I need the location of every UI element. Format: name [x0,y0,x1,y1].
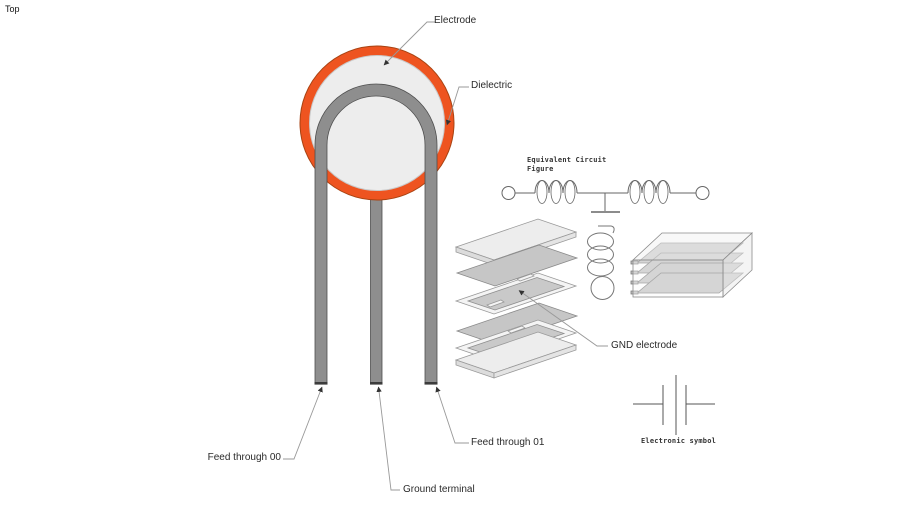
feed-through-01-label: Feed through 01 [471,437,545,448]
equivalent-circuit-title: Equivalent Circuit Figure [527,156,606,173]
ground-terminal-label: Ground terminal [403,484,475,495]
disc-capacitor-drawing [299,45,455,385]
equivalent-circuit-title-line1: Equivalent Circuit [527,156,607,164]
leader-lines [283,21,608,491]
layer-bottom-slab [454,331,578,379]
electronic-symbol-caption: Electronic symbol [641,437,717,445]
chip-capacitor-block [630,232,754,298]
ground-terminal-leader [376,386,400,491]
ground-inductor-coil [587,225,615,300]
coil-end-circle [590,276,615,300]
equivalent-circuit-drawing [501,180,710,213]
right-terminal-circle [695,186,710,200]
dielectric-disc [309,55,445,191]
feed-through-01-leader [435,386,469,444]
lead-bottom-caps [314,382,438,385]
exploded-layer-stack [454,218,579,379]
gnd-electrode-label: GND electrode [611,340,678,351]
view-name-label: Top [5,4,20,14]
feed-through-00-label: Feed through 00 [207,452,281,463]
electrode-leader [383,21,435,66]
dielectric-label: Dielectric [471,80,513,91]
left-terminal-circle [501,186,516,200]
dielectric-leader [445,86,469,126]
block-shell [631,232,754,298]
layer-electrode-sheet-1 [455,244,579,287]
inductor-right [627,180,671,204]
equivalent-circuit-title-line2: Figure [527,164,554,173]
electrode-label: Electrode [434,15,477,26]
electronic-symbol-drawing [633,375,715,435]
gnd-electrode-leader [518,290,608,347]
layer-patterned-1 [454,272,578,315]
coil-hook [598,225,615,234]
ground-terminal-lead [370,191,383,385]
feed-through-00-leader [283,386,323,460]
inductor-left [534,180,578,204]
